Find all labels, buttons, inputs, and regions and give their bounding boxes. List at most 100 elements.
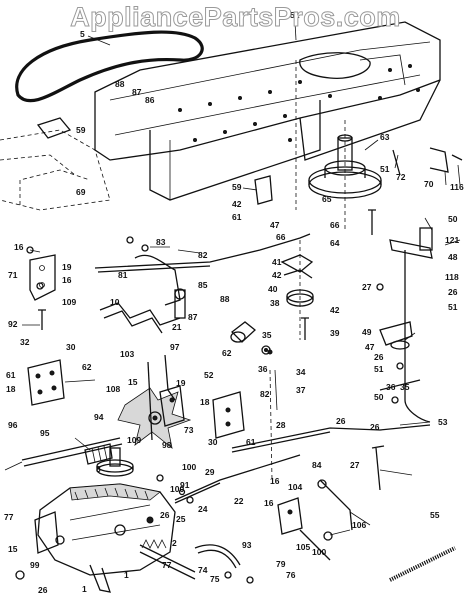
callout: 73 xyxy=(184,425,194,435)
transaxle-pulley xyxy=(96,447,134,477)
callout: 100 xyxy=(182,462,196,472)
callout: 26 xyxy=(336,416,346,426)
callout: 74 xyxy=(198,565,208,575)
callout: 59 xyxy=(232,182,242,192)
callout: 28 xyxy=(276,420,286,430)
callout: 51 xyxy=(448,302,458,312)
callout: 52 xyxy=(204,370,214,380)
bracket-104 xyxy=(277,479,353,561)
callout: 55 xyxy=(430,510,440,520)
shift-lever xyxy=(99,288,186,334)
callout: 51 xyxy=(380,164,390,174)
callout: 50 xyxy=(448,214,458,224)
lever-bracket xyxy=(379,227,433,423)
callout: 96 xyxy=(8,420,18,430)
leader-lines xyxy=(4,21,461,536)
callout: 36 xyxy=(258,364,268,374)
callout: 98 xyxy=(162,440,172,450)
shift-rod xyxy=(94,233,311,306)
callout: 26 xyxy=(448,287,458,297)
hose-93 xyxy=(194,544,241,569)
callout: 34 xyxy=(296,367,306,377)
dashed-rod xyxy=(269,369,278,481)
callout: 35 xyxy=(400,382,410,392)
callout: 75 xyxy=(210,574,220,584)
watermark: AppliancePartsPros.com xyxy=(70,2,401,33)
callout: 48 xyxy=(448,252,458,262)
callout: 51 xyxy=(290,10,300,20)
callout: 25 xyxy=(176,514,186,524)
callout: 18 xyxy=(6,384,16,394)
callout: 27 xyxy=(350,460,360,470)
callout: 83 xyxy=(156,237,166,247)
spring-2 xyxy=(141,539,167,549)
callout: 21 xyxy=(172,322,182,332)
callout: 15 xyxy=(8,544,18,554)
spring-55 xyxy=(389,546,456,582)
callout: 85 xyxy=(198,280,208,290)
callout: 36 xyxy=(386,382,396,392)
callout: 26 xyxy=(38,585,48,595)
callout: 49 xyxy=(362,327,372,337)
callout: 1 xyxy=(82,584,87,594)
callout: 108 xyxy=(106,384,120,394)
callout: 18 xyxy=(200,397,210,407)
callout: 62 xyxy=(222,348,232,358)
fender-outline xyxy=(0,129,111,211)
callout: 95 xyxy=(40,428,50,438)
callout: 87 xyxy=(188,312,198,322)
hardware xyxy=(15,236,404,584)
callout: 70 xyxy=(424,179,434,189)
engine-pulley xyxy=(295,60,382,230)
callout: 65 xyxy=(322,194,332,204)
callout: 19 xyxy=(62,262,72,272)
callout: 29 xyxy=(205,467,215,477)
callout: 15 xyxy=(128,377,138,387)
callout: 5 xyxy=(80,29,85,39)
callout-labels: 5 51 88 87 86 59 69 63 51 72 70 116 59 4… xyxy=(4,10,464,595)
callout: 94 xyxy=(94,412,104,422)
callout: 77 xyxy=(4,512,14,522)
callout: 118 xyxy=(445,272,459,282)
callout: 3 xyxy=(96,464,101,474)
callout: 106 xyxy=(352,520,366,530)
callout: 99 xyxy=(30,560,40,570)
callout: 26 xyxy=(370,422,380,432)
callout: 27 xyxy=(362,282,372,292)
callout: 72 xyxy=(396,172,406,182)
callout: 116 xyxy=(450,182,464,192)
callout: 41 xyxy=(272,257,282,267)
callout: 87 xyxy=(132,87,142,97)
center-brackets xyxy=(159,385,245,439)
callout: 109 xyxy=(62,297,76,307)
callout: 93 xyxy=(242,540,252,550)
callout: 50 xyxy=(374,392,384,402)
callout: 61 xyxy=(246,437,256,447)
callout: 63 xyxy=(380,132,390,142)
callout: 66 xyxy=(330,220,340,230)
callout: 2 xyxy=(172,538,177,548)
callout: 16 xyxy=(62,275,72,285)
callout: 35 xyxy=(262,330,272,340)
cooling-fan xyxy=(117,387,192,449)
bracket-71 xyxy=(29,254,56,301)
callout: 109 xyxy=(127,435,141,445)
callout: 32 xyxy=(20,337,30,347)
callout: 16 xyxy=(264,498,274,508)
bolts xyxy=(38,209,385,491)
callout: 39 xyxy=(330,328,340,338)
callout: 81 xyxy=(118,270,128,280)
callout: 30 xyxy=(66,342,76,352)
callout: 88 xyxy=(115,79,125,89)
callout: 88 xyxy=(220,294,230,304)
callout: 10 xyxy=(110,297,120,307)
callout: 84 xyxy=(312,460,322,470)
callout: 22 xyxy=(234,496,244,506)
callout: 19 xyxy=(176,378,186,388)
callout: 47 xyxy=(270,220,280,230)
axle-shaft xyxy=(21,437,123,467)
callout: 26 xyxy=(160,510,170,520)
callout: 51 xyxy=(374,364,384,374)
